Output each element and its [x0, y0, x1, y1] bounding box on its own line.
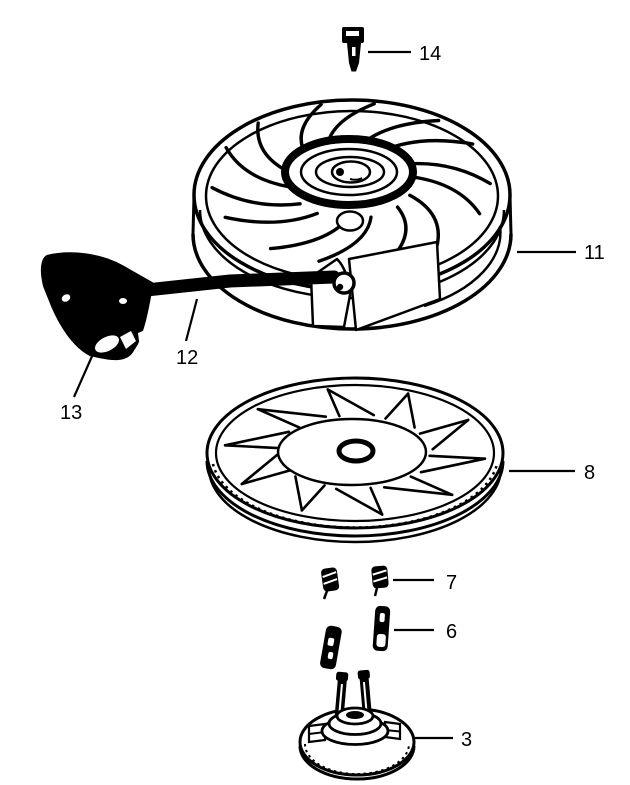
- callout-label-11: 11: [584, 242, 605, 264]
- retainer-rim-arc: [298, 745, 416, 781]
- fin-edge: [300, 484, 326, 512]
- spring-left-tail: [322, 590, 329, 600]
- retainer-hub-bore: [346, 711, 364, 719]
- spring-right-drawing: [371, 565, 389, 597]
- fin-edge: [223, 430, 291, 447]
- fin-edge: [326, 388, 376, 417]
- fin-edge: [406, 392, 416, 429]
- retainer-prong-left: [334, 671, 349, 719]
- retainer-prong-right: [357, 669, 372, 717]
- callout-label-13: 13: [60, 402, 82, 424]
- rope-drawing: [130, 270, 356, 298]
- pulley-center-hole: [336, 438, 376, 464]
- blade-edge: [408, 193, 440, 248]
- callouts: 14 11 12 13 8 7 6 3: [60, 43, 605, 751]
- hub-inner-ring: [314, 155, 386, 189]
- rope-tip: [336, 283, 344, 291]
- screw-head-slot: [346, 31, 359, 36]
- fin-edge: [428, 454, 487, 460]
- pawl-right-drawing: [372, 605, 391, 652]
- prong-left-line: [338, 683, 343, 715]
- fin-edge: [256, 407, 328, 418]
- fin-edge: [240, 469, 292, 486]
- housing-left-wall-edge: [191, 195, 196, 235]
- fin-edge: [294, 475, 304, 512]
- hub-center-hole: [330, 160, 372, 184]
- blade-edge: [224, 145, 291, 189]
- fin-edge: [431, 418, 470, 451]
- pawl-left-body: [320, 625, 342, 670]
- spring-right-tail: [373, 587, 379, 597]
- pulley-lip-arc-2: [207, 467, 503, 544]
- hub-center-detail: [336, 168, 344, 176]
- callout-label-7: 7: [446, 572, 457, 594]
- spring-right-coil-line: [372, 569, 387, 576]
- hub-center-mark: [349, 177, 363, 181]
- pulley-lip-arc-1: [205, 460, 505, 538]
- handle-highlight: [61, 294, 71, 302]
- handle-highlight-2: [119, 298, 127, 304]
- housing-drawing: [191, 98, 513, 332]
- callout-label-8: 8: [584, 462, 595, 484]
- callout-label-14: 14: [419, 43, 441, 65]
- handle-opening: [94, 335, 120, 353]
- spring-right-body: [371, 565, 389, 589]
- spring-left-body: [321, 567, 340, 592]
- blade-edge: [210, 185, 302, 207]
- callout-label-3: 3: [461, 729, 472, 751]
- fin-edge: [256, 407, 301, 429]
- screw-shank-slot: [352, 47, 356, 56]
- pawl-left-notch: [327, 637, 335, 647]
- blade-edge: [410, 175, 482, 216]
- handle-body: [40, 252, 153, 361]
- spring-left-drawing: [321, 567, 340, 600]
- leader-line-13: [72, 353, 95, 398]
- housing-flange-arc: [423, 225, 502, 308]
- pulley-drawing: [205, 376, 505, 544]
- pawl-right-window: [376, 633, 386, 648]
- handle-opening-3: [138, 330, 146, 341]
- fin-edge: [334, 487, 384, 516]
- rope-line: [130, 270, 341, 298]
- hub-middle-ring: [299, 147, 399, 197]
- fin-edge: [419, 457, 487, 474]
- spring-left-coil-line: [322, 571, 337, 578]
- fin-edge: [382, 486, 454, 497]
- fin-edge: [418, 418, 470, 435]
- fin-edge: [326, 388, 341, 418]
- callout-label-6: 6: [446, 621, 457, 643]
- retainer-drawing: [298, 669, 416, 781]
- housing-front-face: [347, 240, 442, 332]
- screw-shank: [347, 43, 361, 72]
- blade-edge: [223, 211, 319, 224]
- pulley-fins: [223, 388, 487, 516]
- pawl-left-drawing: [320, 625, 342, 670]
- handle-drawing: [40, 252, 153, 361]
- spring-right-coil-line-2: [373, 576, 388, 583]
- fin-edge: [240, 453, 279, 486]
- fin-edge: [384, 392, 410, 420]
- screw-drawing: [342, 27, 364, 72]
- leader-line-12: [184, 298, 199, 342]
- pulley-groove-knurl: [211, 463, 499, 529]
- fin-edge: [223, 444, 282, 450]
- spring-left-coil-line-2: [323, 578, 338, 585]
- retainer-rim-knurl: [304, 743, 410, 775]
- callout-label-12: 12: [176, 347, 198, 369]
- handle-opening-2: [120, 331, 136, 349]
- rope-exit-hole: [332, 271, 356, 295]
- fin-edge: [369, 486, 384, 516]
- housing-right-wall-edge: [508, 195, 513, 235]
- housing-small-hole: [335, 210, 365, 232]
- pulley-ring-ellipse: [214, 383, 496, 523]
- prong-right-line: [362, 682, 368, 713]
- pawl-right-notch: [379, 613, 385, 623]
- blade-edge: [317, 215, 373, 263]
- pawl-left-notch-2: [327, 651, 334, 660]
- fin-edge: [409, 475, 454, 497]
